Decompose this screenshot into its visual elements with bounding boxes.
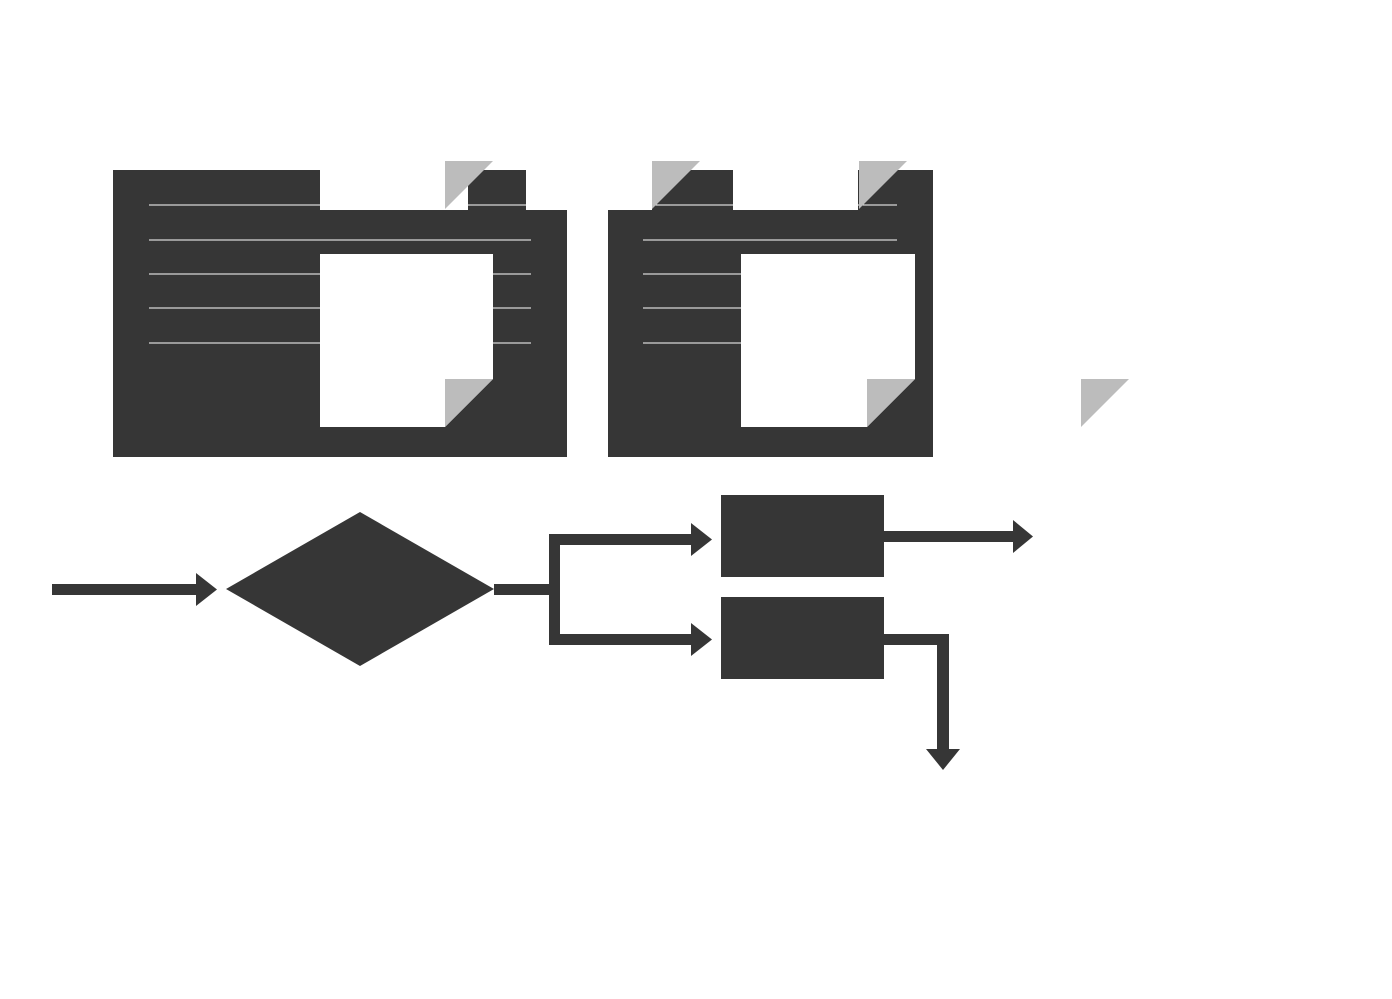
input-arrow	[52, 573, 217, 606]
document-stack-right	[608, 161, 933, 457]
page-corner-icon	[1081, 379, 1129, 427]
arrow-head-icon	[196, 573, 217, 606]
process-box-top	[721, 495, 884, 577]
connector-segment	[494, 584, 554, 595]
process-box-bottom	[721, 597, 884, 679]
document-stack-left-tab	[468, 170, 526, 210]
arrow-head-icon	[1013, 520, 1033, 553]
arrow-shaft	[937, 634, 949, 752]
connector-segment	[884, 634, 949, 645]
document-stack-left-text-lines	[149, 204, 531, 344]
connector-segment	[549, 534, 560, 645]
arrow-shaft	[884, 531, 1018, 542]
flowchart	[52, 495, 1033, 770]
connector-segment	[549, 634, 694, 645]
arrow-head-icon	[691, 623, 712, 656]
page-fold-icon	[445, 379, 493, 427]
page-fold-icon	[445, 161, 493, 209]
document-stack-left	[113, 161, 567, 457]
page-fold-icon	[652, 161, 700, 209]
output-arrow-down	[884, 634, 960, 770]
arrow-shaft	[52, 584, 200, 595]
arrow-head-icon	[691, 523, 712, 556]
document-stack-right-text-lines	[643, 204, 897, 344]
branch-connector	[494, 523, 712, 656]
page-fold-icon	[867, 379, 915, 427]
decision-diamond	[226, 512, 494, 666]
output-arrow-right	[884, 520, 1033, 553]
arrow-head-icon	[926, 749, 960, 770]
connector-segment	[549, 534, 694, 545]
page-fold-icon	[859, 161, 907, 209]
